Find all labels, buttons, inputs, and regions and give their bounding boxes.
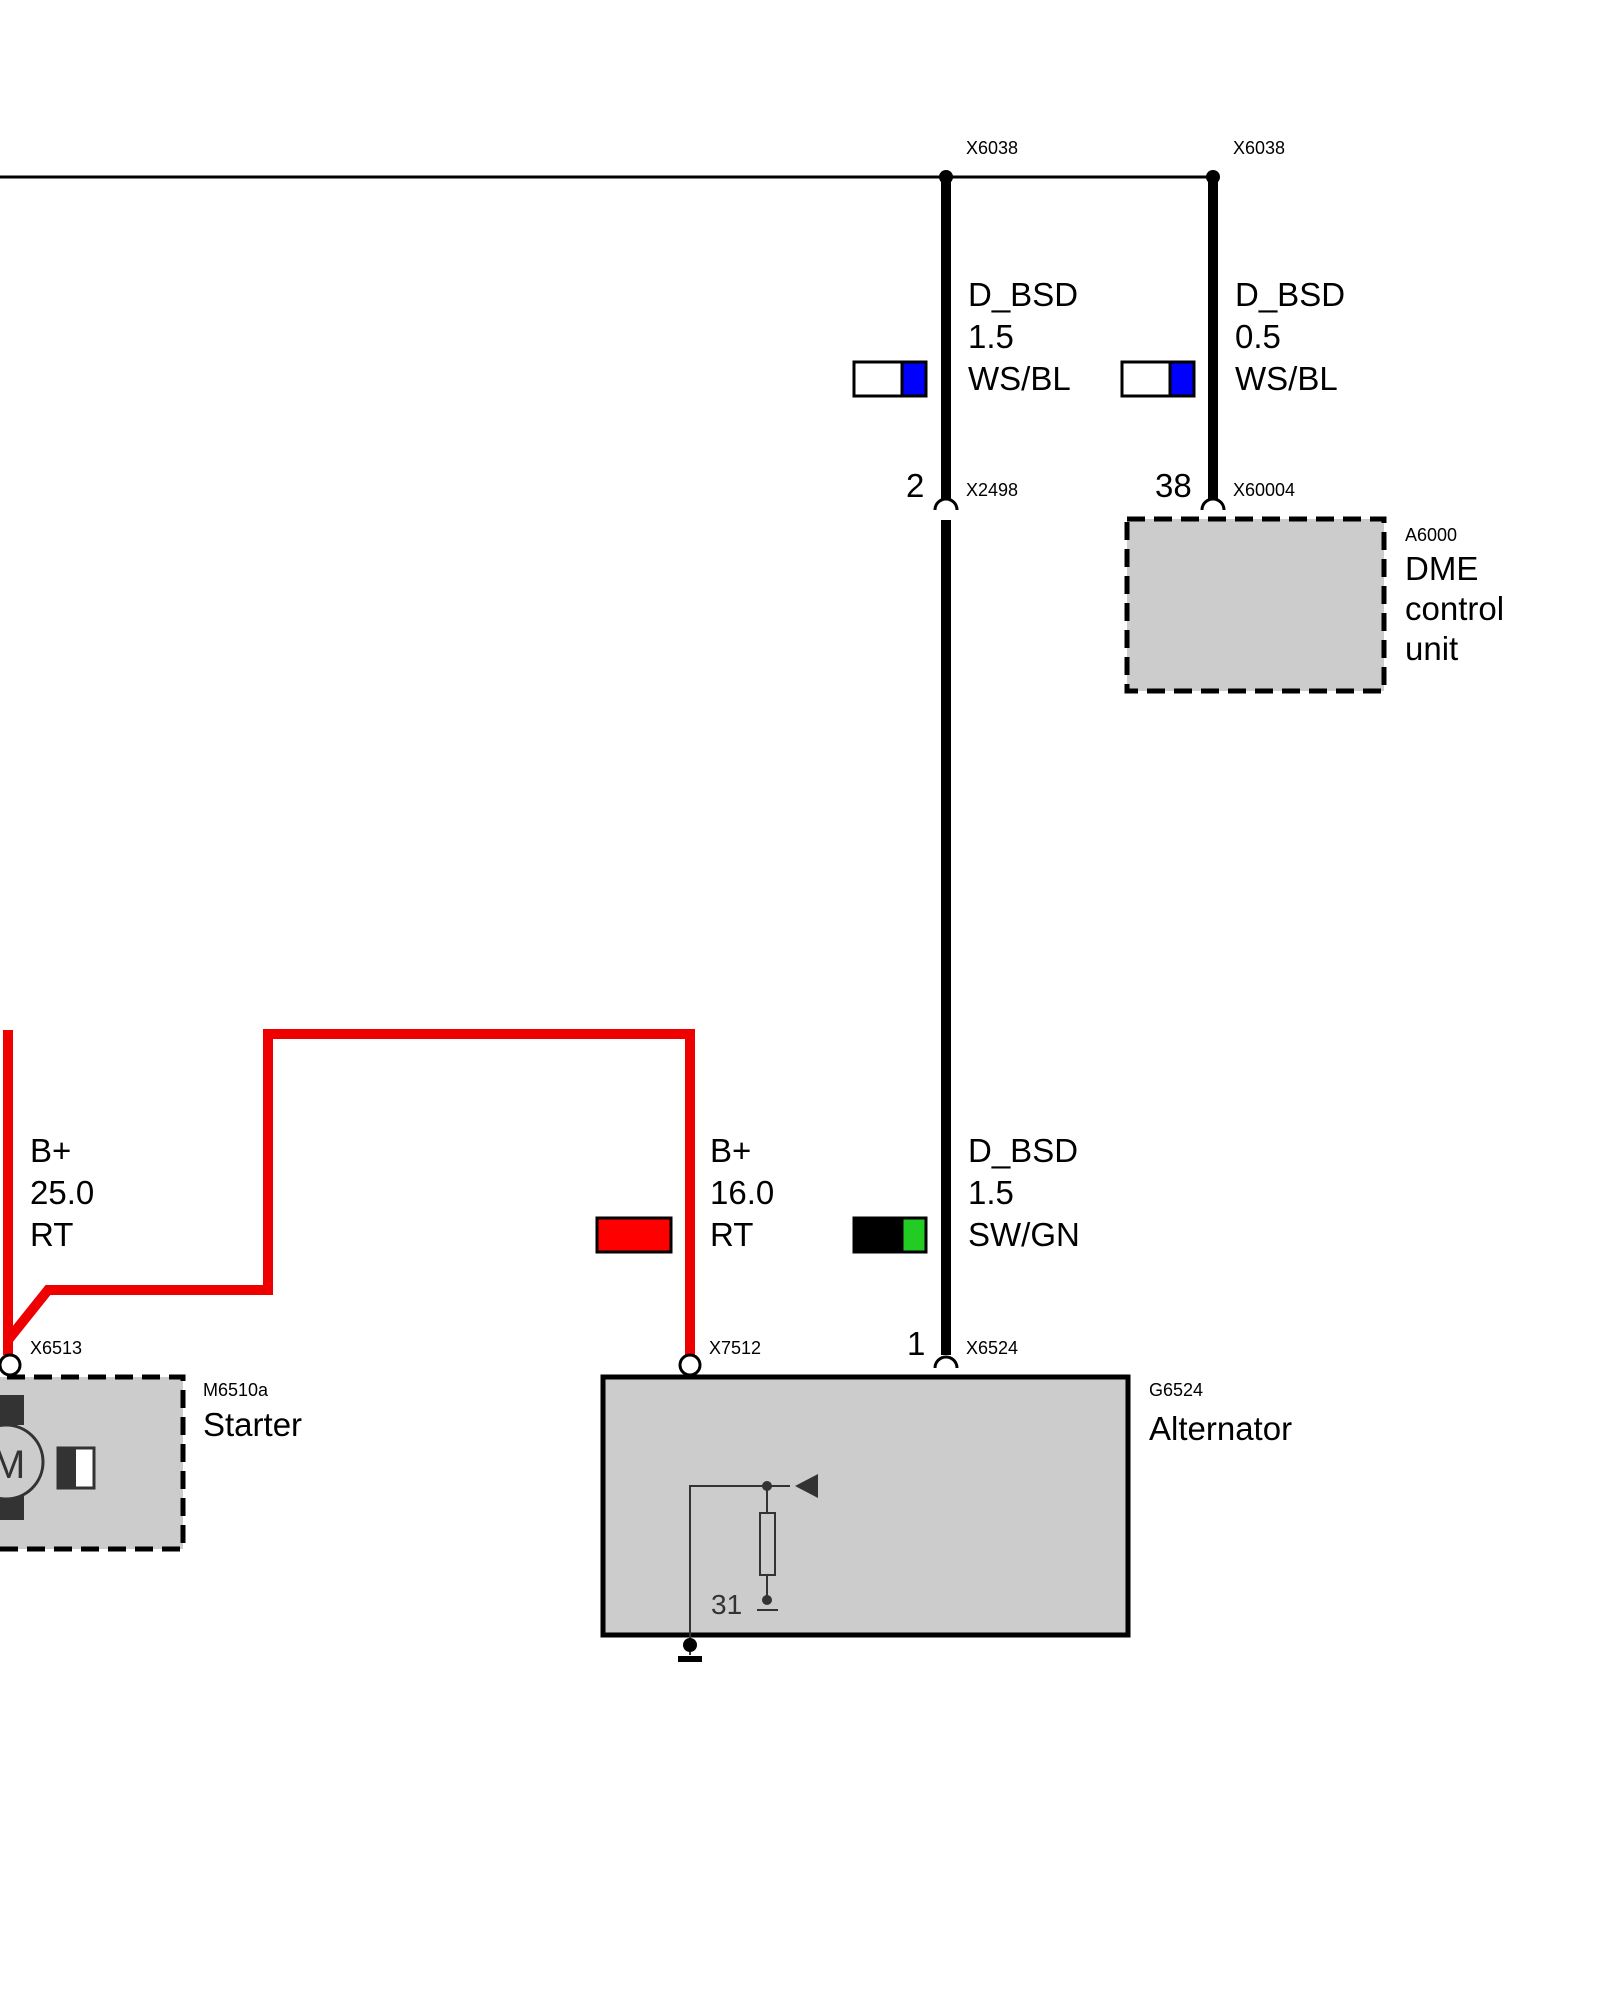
ground-label-31: 31 — [711, 1589, 742, 1620]
starter-solenoid-symbol — [56, 1446, 96, 1490]
dme-name-line-2: control — [1405, 590, 1504, 627]
connector-plug-x60004 — [1200, 497, 1226, 511]
connector-label-x2498: X2498 — [966, 480, 1018, 500]
pin-number-x60004: 38 — [1155, 467, 1192, 504]
wire-gauge-dbsd-top-left: 1.5 — [968, 318, 1014, 355]
connector-plug-x2498 — [933, 497, 959, 511]
ground-symbol — [678, 1638, 702, 1662]
starter-component-id: M6510a — [203, 1380, 269, 1400]
connector-label-x7512: X7512 — [709, 1338, 761, 1358]
wire-color-dbsd-bottom: SW/GN — [968, 1216, 1080, 1253]
alternator-name: Alternator — [1149, 1410, 1292, 1447]
alternator-box — [600, 1374, 1131, 1638]
dme-control-unit-box — [1124, 516, 1387, 694]
wire-color-swatch-sw-gn — [852, 1216, 928, 1254]
dme-name-line-1: DME — [1405, 550, 1478, 587]
wire-bplus-red-network — [3, 1029, 695, 1355]
wire-signal-dbsd-bottom: D_BSD — [968, 1132, 1078, 1169]
wire-gauge-bplus-starter: 25.0 — [30, 1174, 94, 1211]
wire-signal-dbsd-top-right: D_BSD — [1235, 276, 1345, 313]
starter-name: Starter — [203, 1406, 302, 1443]
wire-color-swatch-ws-bl-right — [1120, 360, 1196, 398]
alternator-component-id: G6524 — [1149, 1380, 1203, 1400]
starter-motor-symbol: M — [0, 1395, 45, 1520]
wire-gauge-bplus-alternator: 16.0 — [710, 1174, 774, 1211]
connector-label-x6513: X6513 — [30, 1338, 82, 1358]
wire-signal-bplus-alternator: B+ — [710, 1132, 751, 1169]
wire-color-swatch-ws-bl-left — [852, 360, 928, 398]
wire-color-bplus-starter: RT — [30, 1216, 73, 1253]
wire-color-swatch-rt — [595, 1216, 673, 1254]
dme-name-line-3: unit — [1405, 630, 1458, 667]
dme-component-id: A6000 — [1405, 525, 1457, 545]
terminal-x6513 — [0, 1353, 22, 1377]
motor-letter: M — [0, 1443, 25, 1487]
alternator-internal-circuit — [689, 1474, 818, 1655]
connector-label-x60004: X60004 — [1233, 480, 1295, 500]
connector-label-x6524: X6524 — [966, 1338, 1018, 1358]
wire-color-dbsd-top-right: WS/BL — [1235, 360, 1338, 397]
pin-number-x2498: 2 — [906, 467, 924, 504]
wire-gauge-dbsd-top-right: 0.5 — [1235, 318, 1281, 355]
wire-signal-dbsd-top-left: D_BSD — [968, 276, 1078, 313]
wire-gauge-dbsd-bottom: 1.5 — [968, 1174, 1014, 1211]
wire-color-bplus-alternator: RT — [710, 1216, 753, 1253]
wire-color-dbsd-top-left: WS/BL — [968, 360, 1071, 397]
connector-plug-x6524 — [933, 1355, 959, 1369]
terminal-x7512 — [678, 1353, 702, 1377]
connector-label-x6038-left: X6038 — [966, 138, 1018, 158]
pin-number-x6524: 1 — [907, 1325, 925, 1362]
connector-label-x6038-right: X6038 — [1233, 138, 1285, 158]
wire-signal-bplus-starter: B+ — [30, 1132, 71, 1169]
